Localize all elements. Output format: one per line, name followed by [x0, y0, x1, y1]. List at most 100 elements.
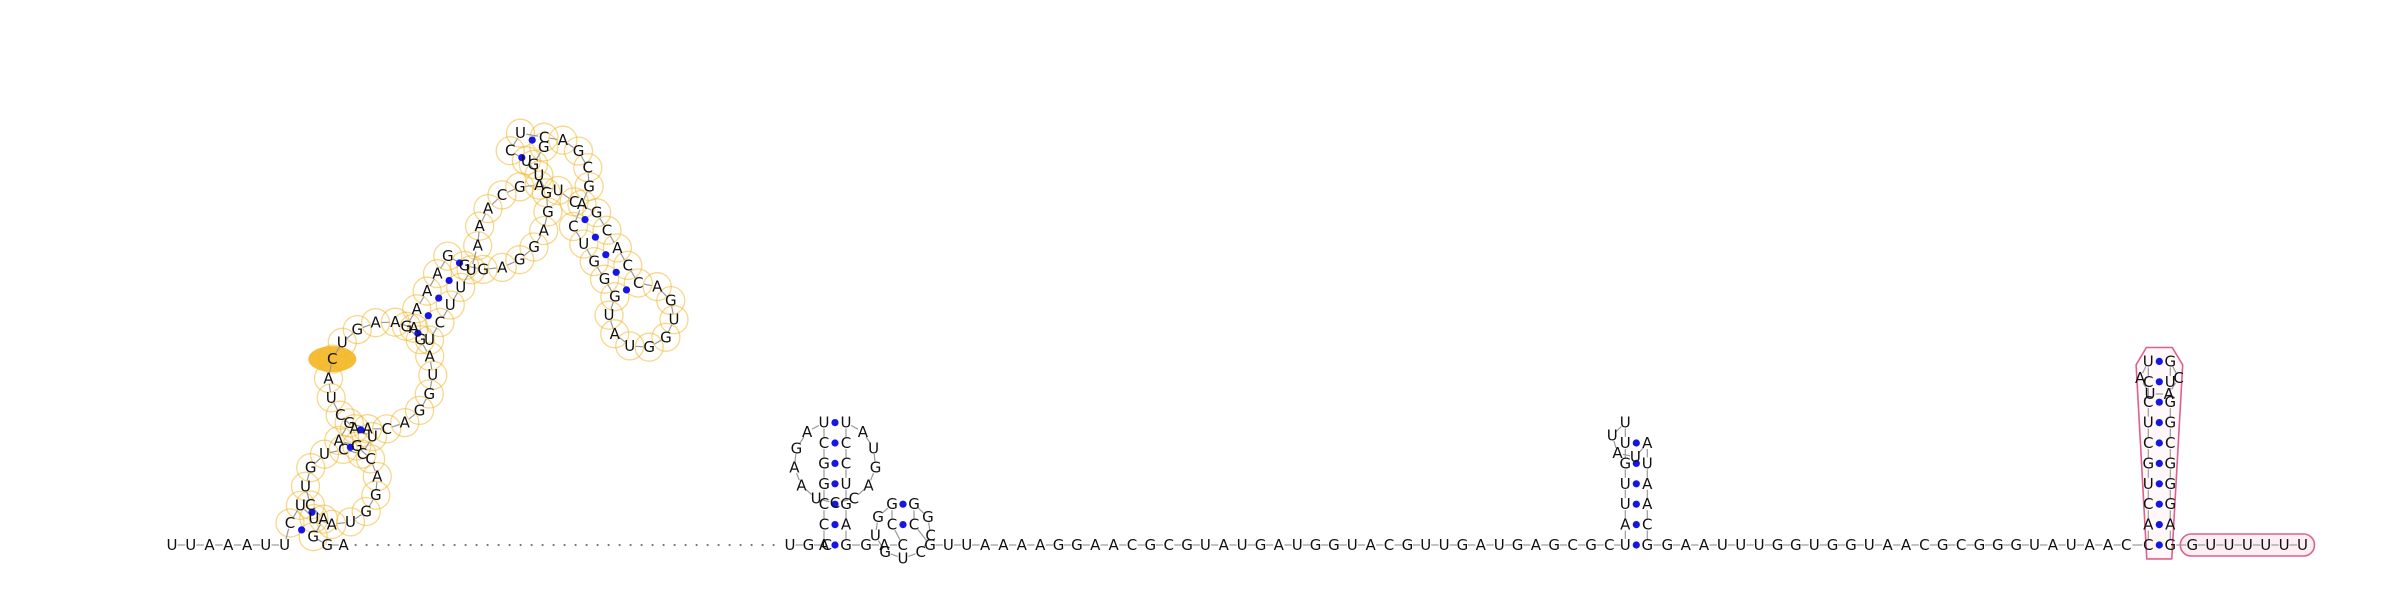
gap-dot: [387, 543, 390, 547]
strand-nucleotide: U: [2029, 536, 2040, 554]
hairpin-b-loop: U: [898, 549, 909, 567]
backbone-segment: [526, 133, 539, 137]
hairpin-b-loop: U: [870, 527, 881, 545]
orange-highlight-halo: [327, 327, 357, 357]
strand-nucleotide: A: [879, 536, 890, 554]
base-pair-dot: [1632, 439, 1640, 447]
strand-nucleotide: U: [1717, 536, 1728, 554]
orange-stem1: C: [285, 514, 295, 532]
strand-nucleotide: A: [1090, 536, 1101, 554]
orange-stem3: C: [435, 314, 445, 332]
hairpin-pink-stem: C: [2143, 495, 2153, 513]
hairpin-a-stem: C: [841, 434, 851, 452]
orange-highlight-halo: [380, 307, 410, 337]
orange-loop1: C: [365, 450, 375, 468]
gap-dot: [662, 543, 665, 547]
orange-highlight-halo: [362, 461, 392, 492]
backbone-segment: [579, 203, 592, 211]
strand-nucleotide: A: [1882, 536, 1893, 554]
orange-highlight-halo: [290, 471, 321, 501]
strand-nucleotide: A: [1531, 536, 1542, 554]
orange-apical-loop: G: [573, 142, 585, 160]
gap-dot: [453, 543, 456, 547]
hairpin-a-loop: C: [849, 490, 859, 508]
base-pair-dot: [2155, 439, 2163, 447]
backbone-layer: [177, 133, 2297, 557]
backbone-segment: [2142, 366, 2147, 374]
backbone-segment: [643, 283, 652, 287]
orange-apical-loop: A: [577, 195, 588, 213]
backbone-segment: [429, 380, 433, 389]
orange-highlight-halo: [317, 509, 347, 540]
backbone-segment: [873, 454, 876, 462]
orange-highlight-halo: [574, 171, 604, 202]
base-pair-dot: [831, 480, 839, 488]
backbone-segment: [2172, 366, 2177, 374]
hairpin-pink-loop: C: [2173, 369, 2183, 387]
hairpin-a-stem: C: [819, 434, 829, 452]
orange-apical-loop: A: [558, 131, 569, 149]
strand-nucleotide: G: [1827, 536, 1839, 554]
hairpin-b-stem: C: [887, 516, 897, 534]
hairpin-a-stem: U: [841, 475, 852, 493]
gap-dot: [761, 543, 764, 547]
tail-nucleotide: U: [2205, 536, 2216, 554]
backbone-segment: [360, 449, 367, 456]
orange-loop3: G: [540, 184, 552, 202]
strand-nucleotide: G: [1661, 536, 1673, 554]
orange-stem3: G: [442, 247, 454, 265]
orange-stem3: G: [400, 317, 412, 335]
backbone-segment: [442, 309, 448, 318]
orange-highlight-halo: [275, 508, 305, 538]
hairpin-pink-stem: A: [2165, 516, 2176, 534]
backbone-segment: [799, 436, 805, 444]
orange-highlight-halo: [415, 341, 445, 371]
orange-highlight-halo: [569, 229, 599, 259]
orange-highlight-halo: [573, 152, 603, 183]
strand-nucleotide: U: [943, 536, 954, 554]
hairpin-c-loop: A: [1612, 444, 1623, 462]
hairpin-a-stem: C: [819, 495, 829, 513]
backbone-segment: [408, 413, 416, 420]
orange-loop3: U: [521, 152, 532, 170]
orange-loop1: G: [360, 503, 372, 521]
base-pair-dot: [622, 286, 631, 294]
backbone-segment: [671, 306, 674, 315]
strand-nucleotide: G: [1053, 536, 1065, 554]
base-pair-dot: [2155, 541, 2163, 549]
backbone-segment: [2142, 382, 2148, 390]
base-pair-dot: [1632, 541, 1640, 549]
backbone-segment: [469, 266, 478, 269]
orange-highlight-halo: [425, 307, 455, 338]
strand-nucleotide: A: [2048, 536, 2059, 554]
strand-nucleotide: U: [1735, 536, 1746, 554]
gap-dot: [706, 543, 709, 547]
orange-stem3: A: [412, 300, 423, 318]
leader-nucleotide: U: [167, 536, 178, 554]
hairpin-pink-stem: G: [2164, 536, 2176, 554]
backbone-segment: [794, 454, 797, 462]
orange-highlight-halo: [592, 215, 622, 245]
backbone-segment: [540, 180, 545, 188]
hairpin-a-stem: C: [819, 516, 829, 534]
strand-nucleotide: G: [1937, 536, 1949, 554]
tail-nucleotide: U: [2279, 536, 2290, 554]
backbone-segment: [408, 313, 415, 322]
gap-dot: [398, 543, 401, 547]
orange-highlight-halo: [390, 407, 420, 438]
backbone-segment: [525, 185, 534, 187]
strand-nucleotide: C: [1604, 536, 1614, 554]
base-pair-dot: [528, 136, 536, 144]
orange-loop3: G: [477, 260, 489, 278]
orange-big-loop: A: [409, 319, 420, 337]
orange-highlight-halo: [600, 319, 630, 349]
base-pair-dot: [831, 521, 839, 529]
base-pair-dot: [2155, 398, 2163, 406]
strand-nucleotide: C: [1127, 536, 1137, 554]
strand-nucleotide: G: [1548, 536, 1560, 554]
orange-highlight-halo: [339, 414, 370, 444]
hairpin-a-loop: G: [870, 459, 882, 477]
backbone-segment: [536, 235, 542, 243]
hairpin-pink-stem: C: [2143, 373, 2153, 391]
backbone-segment: [421, 398, 427, 406]
